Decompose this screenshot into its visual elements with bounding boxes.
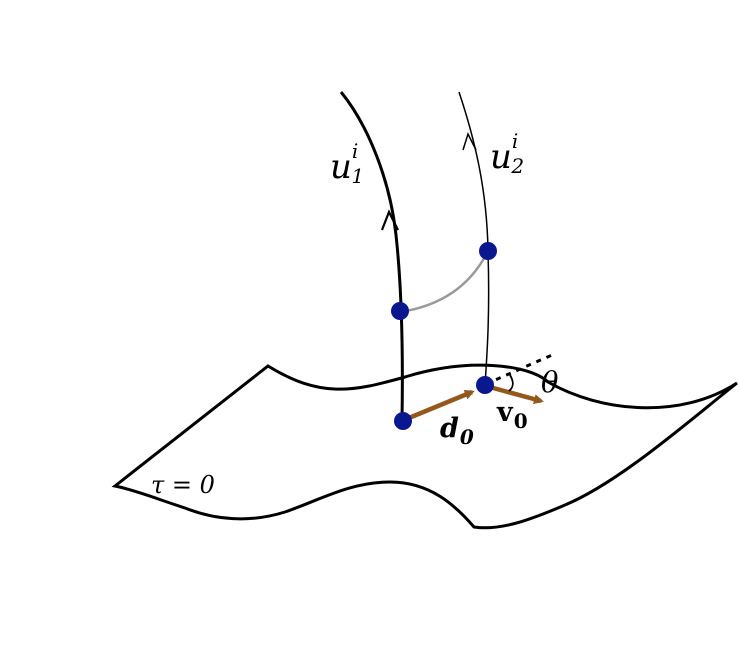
point-u2-upper: [479, 242, 497, 260]
point-u1-surface: [394, 412, 412, 430]
label-v0: v0: [496, 397, 528, 433]
point-u1-upper: [391, 302, 409, 320]
separation-arrow: [403, 389, 475, 423]
tangent-dotted-line: [485, 353, 553, 386]
worldline-u1: [339, 91, 404, 421]
worldline-u2: [458, 91, 490, 386]
worldline-u2-arrow-icon: [462, 132, 477, 151]
connector-curve: [399, 250, 490, 314]
surface-tau-zero: [111, 363, 738, 530]
label-surface: τ = 0: [151, 471, 215, 499]
velocity-arrow: [485, 383, 544, 404]
label-d0: d0: [440, 413, 474, 449]
point-u2-surface: [476, 376, 494, 394]
angle-arc: [508, 374, 514, 392]
worldline-u1-arrow-icon: [380, 209, 399, 231]
label-theta: θ: [541, 365, 558, 399]
